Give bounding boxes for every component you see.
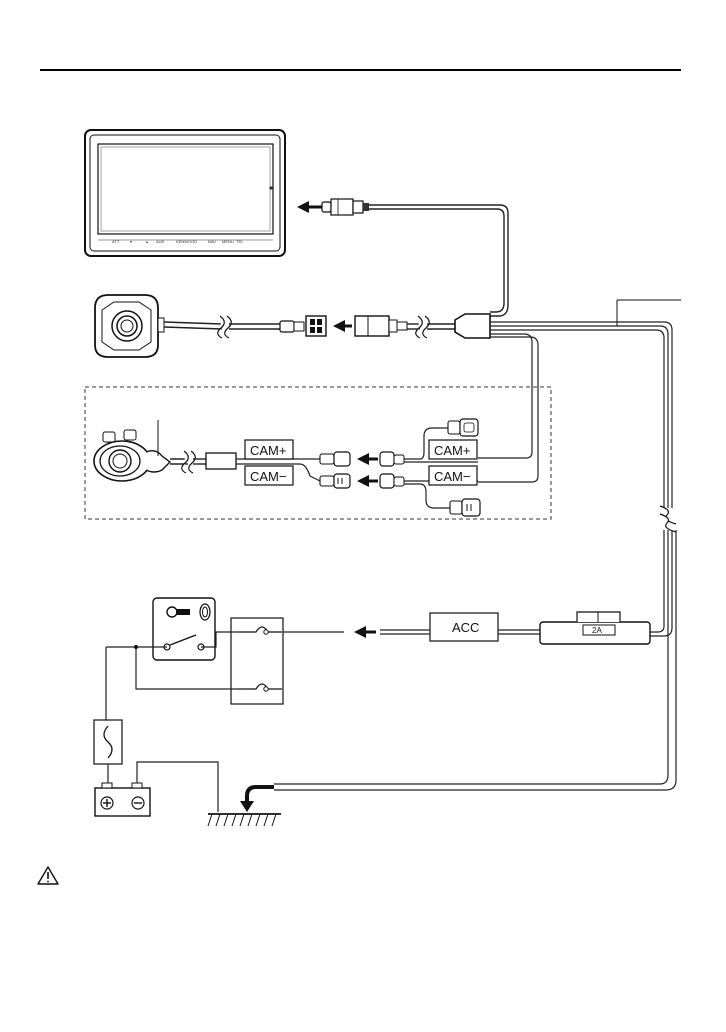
svg-text:CAM+: CAM+ bbox=[250, 443, 286, 458]
ground-icon bbox=[208, 814, 281, 826]
svg-text:ATT: ATT bbox=[112, 239, 120, 244]
rear-camera bbox=[94, 430, 170, 481]
svg-text:▾: ▾ bbox=[130, 239, 132, 244]
junction-connector-top bbox=[355, 316, 407, 336]
svg-text:TEL: TEL bbox=[236, 239, 244, 244]
monitor-brand: KENWOOD bbox=[176, 239, 197, 244]
cam-minus-label-left: CAM− bbox=[245, 466, 293, 485]
rear-cam-plus-plug bbox=[320, 452, 350, 466]
fuse-rating: 2A bbox=[592, 626, 602, 635]
spare-socket-top bbox=[448, 419, 478, 436]
monitor-connector bbox=[297, 199, 369, 215]
cam-minus-label-right: CAM− bbox=[429, 466, 477, 485]
inline-fuse-holder: 2A bbox=[540, 612, 650, 644]
svg-text:MENU: MENU bbox=[222, 239, 234, 244]
unit-cam-minus-plug bbox=[380, 474, 404, 488]
front-camera-connector bbox=[280, 316, 326, 336]
rear-cam-minus-plug bbox=[320, 474, 350, 488]
cable-junction bbox=[455, 314, 490, 338]
acc-label-box: ACC bbox=[430, 613, 498, 641]
unit-cam-plus-plug bbox=[380, 452, 404, 466]
front-camera bbox=[95, 295, 164, 357]
cam-plus-label-right: CAM+ bbox=[429, 440, 477, 459]
ignition-switch bbox=[153, 598, 215, 660]
svg-text:NAV: NAV bbox=[208, 239, 216, 244]
battery-plus-icon bbox=[101, 797, 113, 809]
battery bbox=[95, 783, 150, 816]
svg-text:AUD: AUD bbox=[156, 239, 165, 244]
spare-socket-bottom bbox=[450, 499, 480, 516]
svg-text:CAM+: CAM+ bbox=[434, 443, 470, 458]
svg-text:▴: ▴ bbox=[146, 239, 148, 244]
battery-fuse bbox=[94, 720, 122, 764]
svg-text:CAM−: CAM− bbox=[250, 469, 286, 484]
warning-icon bbox=[38, 867, 58, 884]
battery-minus-icon bbox=[132, 797, 144, 809]
svg-text:ACC: ACC bbox=[452, 620, 479, 635]
svg-text:CAM−: CAM− bbox=[434, 469, 470, 484]
cam-plus-label-left: CAM+ bbox=[245, 440, 293, 459]
